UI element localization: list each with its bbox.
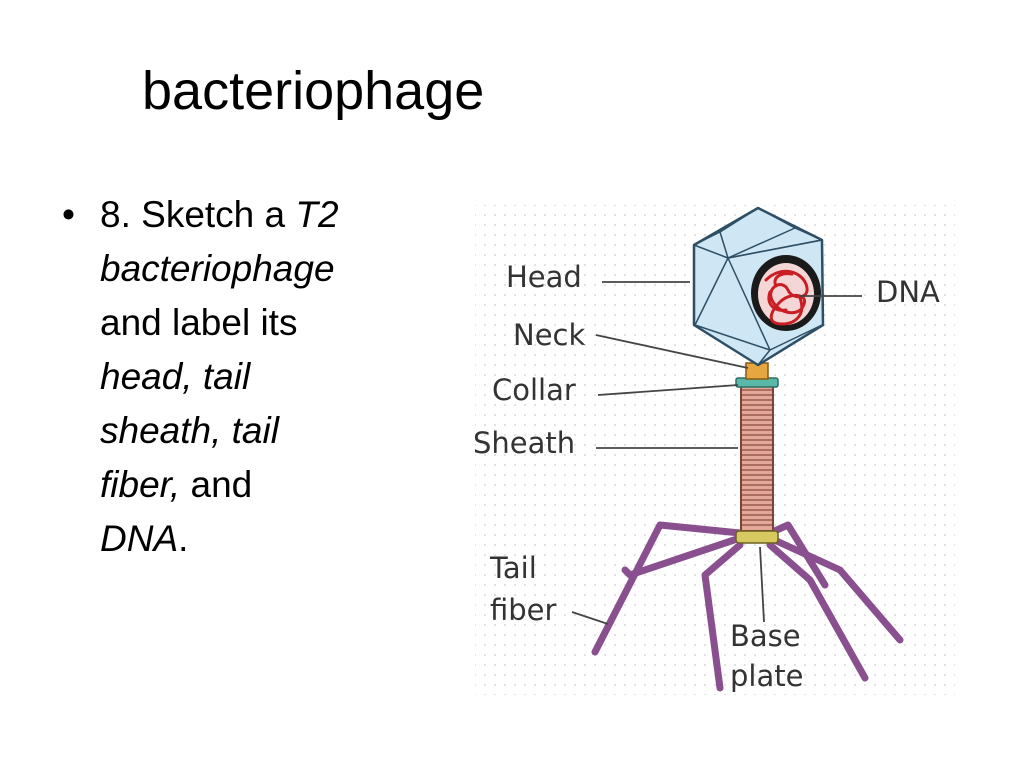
label-plate: plate — [730, 659, 803, 693]
label-base: Base — [730, 619, 801, 653]
bullet-segment: T2 — [295, 194, 339, 235]
bullet-segment: sheath, tail — [100, 410, 279, 451]
bullet-segment: DNA — [100, 518, 179, 559]
bullet-segment: bacteriophage — [100, 248, 335, 289]
tail-fiber — [766, 534, 904, 644]
tail-fiber — [766, 541, 869, 682]
tail-fiber — [621, 534, 744, 579]
tail-fiber — [701, 541, 744, 692]
dna-strand — [764, 269, 809, 326]
label-neck: Neck — [513, 318, 585, 352]
tail-fiber-leader — [571, 611, 609, 625]
bullet-dot: • — [62, 194, 75, 235]
bullet-segment: 8. Sketch a — [100, 194, 296, 235]
base-plate — [735, 530, 779, 544]
bacteriophage-diagram: Head DNA Neck Collar Sheath Tail fiber B… — [473, 205, 955, 695]
bullet-segment: fiber, — [100, 464, 181, 505]
bullet-segment: and label its — [100, 302, 298, 343]
tail-sheath — [740, 385, 774, 532]
dna-coil — [751, 255, 821, 331]
bullet-item: • 8. Sketch a T2 bacteriophage and label… — [62, 188, 412, 566]
capsid-facets — [693, 207, 823, 366]
slide-title: bacteriophage — [142, 61, 485, 121]
label-dna: DNA — [876, 275, 940, 309]
leader-lines — [571, 281, 862, 625]
label-tail: Tail — [489, 551, 537, 585]
neck-leader — [595, 334, 749, 369]
bullet-segment: and — [180, 464, 253, 505]
bullet-segment: . — [178, 518, 189, 559]
base-plate-leader — [759, 546, 765, 623]
bullet-segment: head, tail — [100, 356, 251, 397]
collar-leader — [597, 384, 739, 396]
label-sheath: Sheath — [473, 426, 575, 460]
label-collar: Collar — [492, 373, 576, 407]
bullet-text: 8. Sketch a T2 bacteriophage and label i… — [100, 188, 412, 566]
sheath-rings — [742, 389, 772, 526]
label-head: Head — [506, 260, 582, 294]
label-fiber: fiber — [490, 593, 557, 627]
sheath-body — [740, 385, 774, 532]
tail-fiber — [591, 521, 744, 656]
